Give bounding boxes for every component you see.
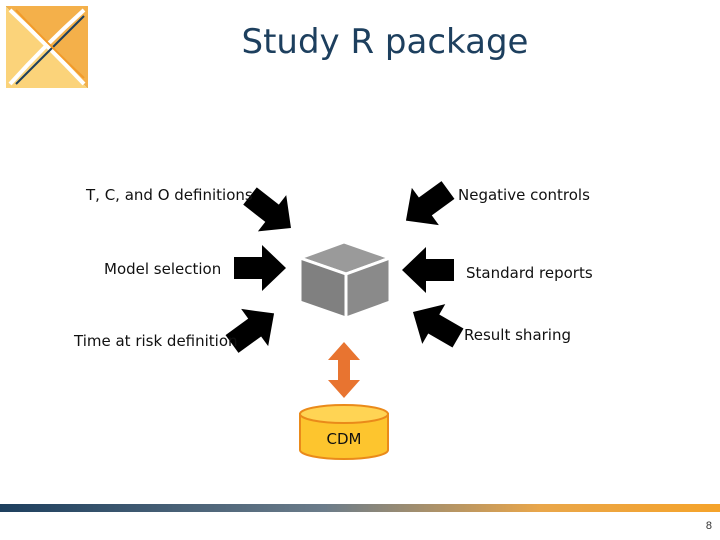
arrow-negative-controls bbox=[392, 171, 462, 240]
page-number: 8 bbox=[705, 520, 712, 532]
label-time-at-risk: Time at risk definition bbox=[74, 332, 238, 350]
database-label: CDM bbox=[326, 430, 362, 448]
cube-icon bbox=[295, 240, 395, 321]
label-negative-controls: Negative controls bbox=[458, 186, 590, 204]
database-cylinder-icon bbox=[299, 404, 389, 460]
label-tco-definitions: T, C, and O definitions bbox=[86, 186, 253, 204]
arrow-result-sharing bbox=[401, 292, 470, 358]
label-standard-reports: Standard reports bbox=[466, 264, 593, 282]
bidirectional-arrow bbox=[328, 342, 360, 398]
label-model-selection: Model selection bbox=[104, 260, 222, 278]
arrow-standard-reports bbox=[402, 247, 454, 293]
arrow-model-selection bbox=[234, 245, 286, 291]
slide-title: Study R package bbox=[241, 22, 529, 62]
arrow-time-at-risk bbox=[218, 294, 288, 363]
footer-bar bbox=[0, 504, 720, 512]
label-result-sharing: Result sharing bbox=[464, 326, 571, 344]
ohdsi-logo bbox=[6, 6, 88, 88]
